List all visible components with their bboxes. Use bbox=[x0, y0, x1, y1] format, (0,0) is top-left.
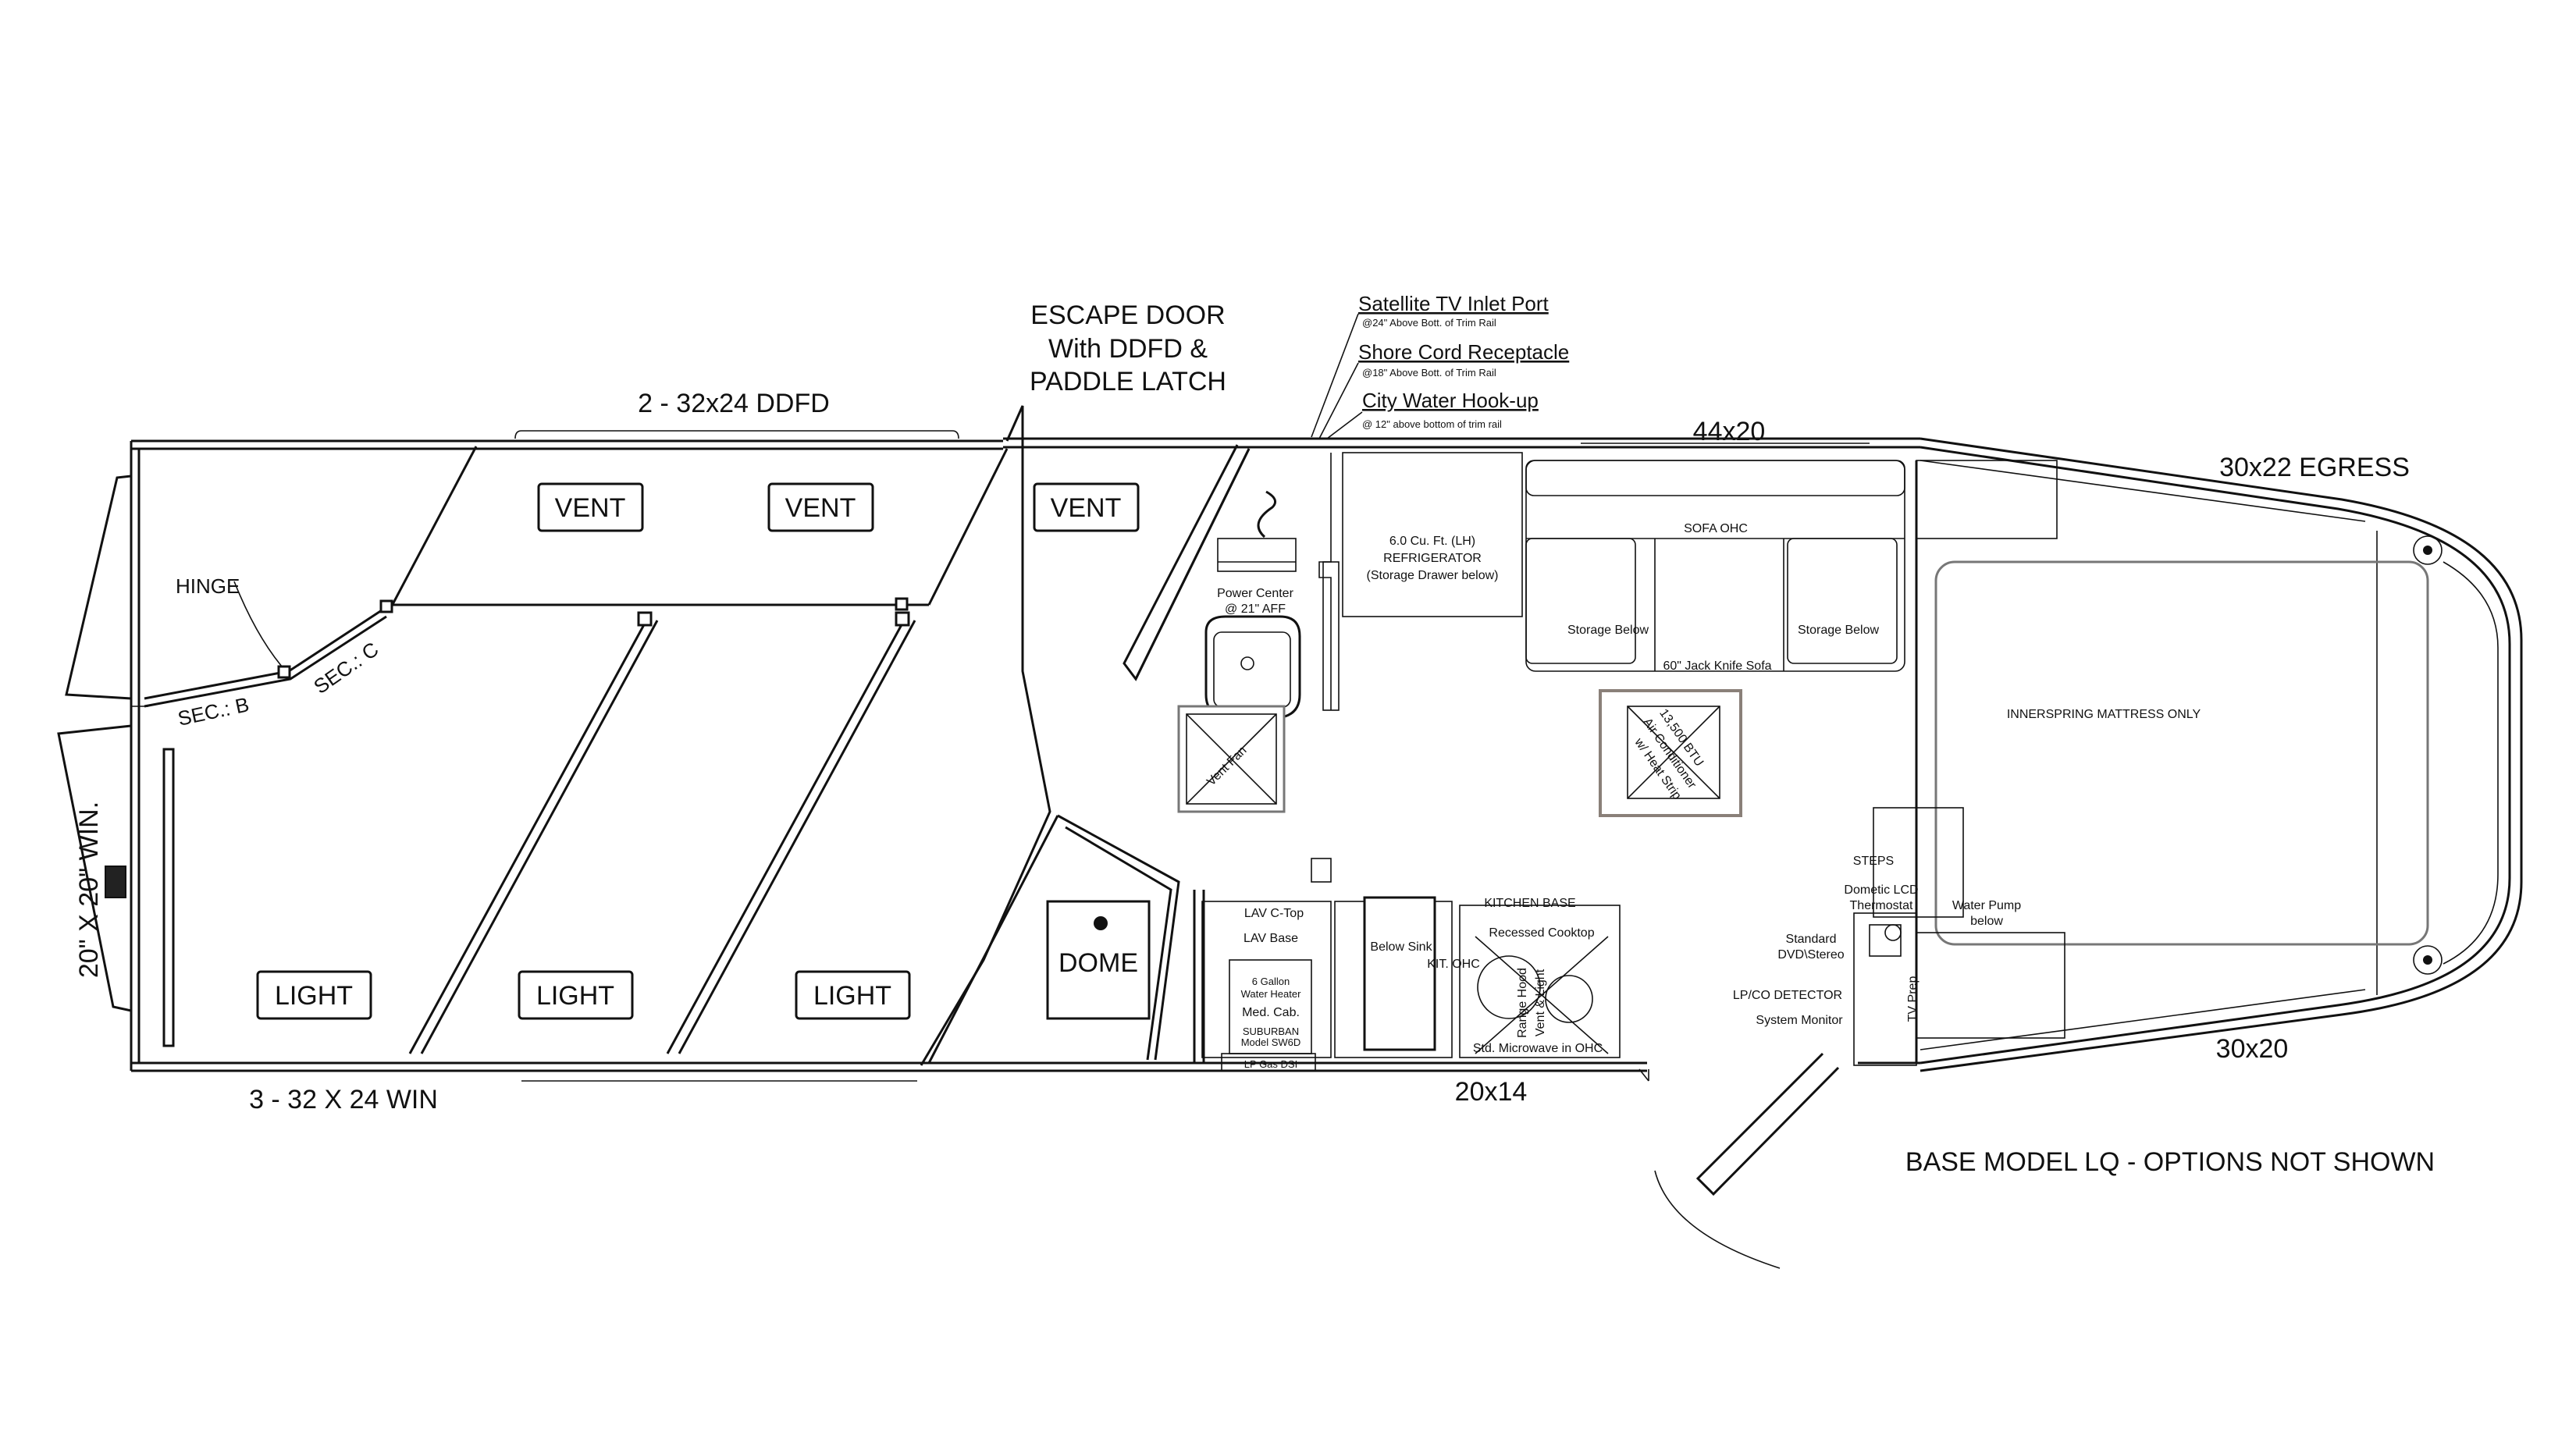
lcd-line-1: Dometic LCD bbox=[1844, 883, 1918, 897]
escape-door-line-3: PADDLE LATCH bbox=[1030, 367, 1226, 396]
vent-boxes: VENT VENT VENT bbox=[537, 482, 1140, 532]
escape-door-label: ESCAPE DOOR With DDFD & PADDLE LATCH bbox=[1030, 300, 1226, 396]
escape-door-line-1: ESCAPE DOOR bbox=[1030, 300, 1225, 330]
win-20x14-label: 20x14 bbox=[1455, 1077, 1528, 1107]
win-bottom-label: 3 - 32 X 24 WIN bbox=[249, 1085, 438, 1114]
water-heater-line-2: Water Heater bbox=[1241, 988, 1301, 1000]
base-model-note: BASE MODEL LQ - OPTIONS NOT SHOWN bbox=[1905, 1147, 2435, 1177]
ddfd-top-label: 2 - 32x24 DDFD bbox=[638, 389, 830, 418]
dvd-line-2: DVD\Stereo bbox=[1777, 948, 1844, 962]
trailer-outline bbox=[130, 430, 2523, 1082]
water-pump-line-2: below bbox=[1970, 915, 2003, 928]
shore-sub-label: @18" Above Bott. of Trim Rail bbox=[1362, 367, 1496, 379]
range-hood-line-1: Range Hood bbox=[1516, 968, 1529, 1038]
light-boxes: LIGHT LIGHT LIGHT bbox=[256, 970, 911, 1020]
dome-label: DOME bbox=[1059, 948, 1138, 978]
utility-callouts: Satellite TV Inlet Port @24" Above Bott.… bbox=[1311, 292, 1569, 439]
vent-box-2: VENT bbox=[767, 482, 874, 532]
storage-below-right-label: Storage Below bbox=[1798, 624, 1880, 637]
light-box-2: LIGHT bbox=[518, 970, 634, 1020]
kitchen-base-label: KITCHEN BASE bbox=[1484, 897, 1575, 910]
light-box-3: LIGHT bbox=[795, 970, 911, 1020]
city-water-sub-label: @ 12" above bottom of trim rail bbox=[1362, 418, 1502, 430]
lq-small-labels: Power Center @ 21" AFF Vent Fan 6.0 Cu. … bbox=[1204, 522, 2201, 1070]
cooktop-label: Recessed Cooktop bbox=[1489, 926, 1594, 940]
light-label: LIGHT bbox=[536, 981, 614, 1011]
power-center-line-2: @ 21" AFF bbox=[1225, 603, 1286, 616]
suburban-line-2: Model SW6D bbox=[1241, 1036, 1301, 1048]
light-label: LIGHT bbox=[813, 981, 891, 1011]
tv-prep-label: TV Prep bbox=[1906, 976, 1920, 1022]
lcd-line-2: Thermostat bbox=[1850, 899, 1913, 912]
fridge-line-1: 6.0 Cu. Ft. (LH) bbox=[1389, 535, 1475, 548]
kit-ohc-label: KIT. OHC bbox=[1427, 958, 1480, 971]
vent-label: VENT bbox=[1051, 493, 1122, 523]
vent-box-1: VENT bbox=[537, 482, 644, 532]
light-label: LIGHT bbox=[275, 981, 353, 1011]
med-cab-label: Med. Cab. bbox=[1242, 1006, 1300, 1019]
water-heater-line-1: 6 Gallon bbox=[1252, 976, 1290, 987]
vent-label: VENT bbox=[785, 493, 856, 523]
horse-dividers bbox=[144, 405, 1251, 1066]
living-quarters bbox=[1177, 452, 2443, 1269]
light-box-1: LIGHT bbox=[256, 970, 372, 1020]
win-side-label: 20" X 20" WIN. bbox=[74, 802, 104, 978]
suburban-line-1: SUBURBAN bbox=[1243, 1026, 1299, 1037]
mattress-label: INNERSPRING MATTRESS ONLY bbox=[2007, 708, 2201, 721]
range-hood-line-2: Vent & Light bbox=[1534, 969, 1547, 1036]
satellite-sub-label: @24" Above Bott. of Trim Rail bbox=[1362, 317, 1496, 329]
system-monitor-label: System Monitor bbox=[1756, 1014, 1843, 1027]
microwave-label: Std. Microwave in OHC bbox=[1473, 1042, 1603, 1055]
vent-label: VENT bbox=[555, 493, 626, 523]
lav-top-label: LAV C-Top bbox=[1244, 907, 1304, 920]
shore-label: Shore Cord Receptacle bbox=[1358, 340, 1569, 364]
fridge-line-2: REFRIGERATOR bbox=[1383, 552, 1482, 565]
lp-gas-label: LP Gas DSI bbox=[1244, 1058, 1297, 1070]
dvd-line-1: Standard bbox=[1786, 933, 1837, 946]
win-44x20-label: 44x20 bbox=[1693, 417, 1766, 446]
lav-base-label: LAV Base bbox=[1244, 932, 1298, 945]
storage-below-left-label: Storage Below bbox=[1567, 624, 1649, 637]
jack-knife-sofa-label: 60" Jack Knife Sofa bbox=[1663, 659, 1771, 673]
egress-label: 30x22 EGRESS bbox=[2219, 453, 2410, 482]
steps-label: STEPS bbox=[1853, 855, 1894, 868]
rear-latch-icon bbox=[105, 866, 126, 898]
satellite-label: Satellite TV Inlet Port bbox=[1358, 292, 1550, 315]
win-30x20-label: 30x20 bbox=[2216, 1034, 2289, 1064]
escape-door-line-2: With DDFD & bbox=[1048, 334, 1208, 364]
sofa-ohc-label: SOFA OHC bbox=[1684, 522, 1748, 535]
vent-box-3: VENT bbox=[1033, 482, 1140, 532]
rear-doors bbox=[57, 475, 148, 1012]
fridge-line-3: (Storage Drawer below) bbox=[1367, 569, 1499, 582]
city-water-label: City Water Hook-up bbox=[1362, 389, 1539, 412]
water-pump-line-1: Water Pump bbox=[1952, 899, 2021, 912]
hinge-label: HINGE bbox=[176, 574, 240, 598]
lpco-label: LP/CO DETECTOR bbox=[1733, 989, 1842, 1002]
below-sink-label: Below Sink bbox=[1370, 940, 1432, 954]
power-center-line-1: Power Center bbox=[1217, 587, 1293, 600]
dome-light: DOME bbox=[1046, 900, 1151, 1020]
sec-c-label: SEC.: C bbox=[309, 637, 382, 698]
